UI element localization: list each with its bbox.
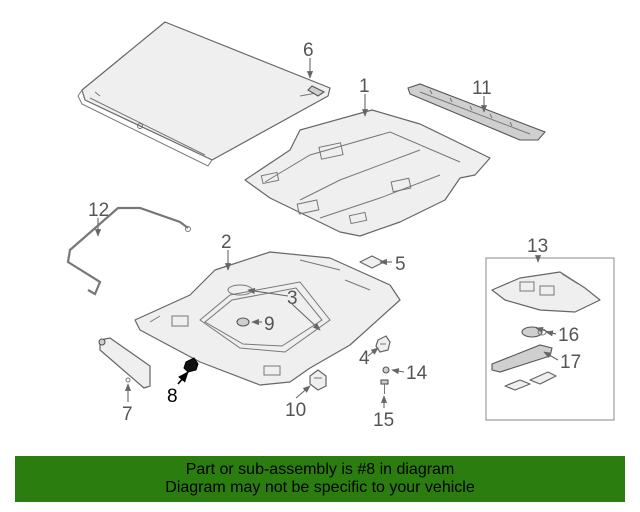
callout-14: 14 — [406, 363, 428, 384]
callout-8: 8 — [167, 386, 178, 407]
callout-10: 10 — [285, 400, 306, 421]
callout-11: 11 — [472, 78, 492, 99]
part-17-cover — [491, 344, 553, 373]
part-11-trim-strip — [407, 83, 546, 141]
callout-4: 4 — [359, 348, 370, 369]
part-12-wire-harness — [66, 206, 191, 296]
callout-9: 9 — [264, 314, 275, 335]
callout-15: 15 — [373, 410, 394, 431]
part-8-clip — [183, 357, 199, 373]
part-2-headliner — [134, 251, 401, 386]
part-10-bracket — [309, 369, 327, 391]
banner-line-1: Part or sub-assembly is #8 in diagram — [185, 461, 455, 478]
callout-1: 1 — [359, 76, 370, 97]
part-6-roof-panel — [77, 21, 331, 167]
callout-12: 12 — [88, 200, 109, 221]
callout-3: 3 — [287, 288, 298, 309]
part-7-sun-visor — [98, 337, 151, 389]
part-14-clip — [382, 366, 390, 374]
part-13-console-box — [485, 257, 615, 421]
part-9-clip — [236, 317, 250, 327]
callout-13: 13 — [527, 236, 548, 257]
callout-16: 16 — [558, 325, 579, 346]
callout-5: 5 — [395, 254, 406, 275]
callout-17: 17 — [560, 352, 581, 373]
part-4-grommet — [375, 335, 391, 353]
part-1-headliner — [244, 109, 491, 237]
part-16-lens — [521, 326, 547, 338]
banner-line-2: Diagram may not be specific to your vehi… — [165, 479, 475, 496]
info-banner: Part or sub-assembly is #8 in diagram Di… — [15, 456, 625, 502]
callout-6: 6 — [303, 40, 314, 61]
part-15-screw — [380, 379, 389, 394]
callout-2: 2 — [221, 232, 232, 253]
callout-7: 7 — [122, 404, 133, 425]
